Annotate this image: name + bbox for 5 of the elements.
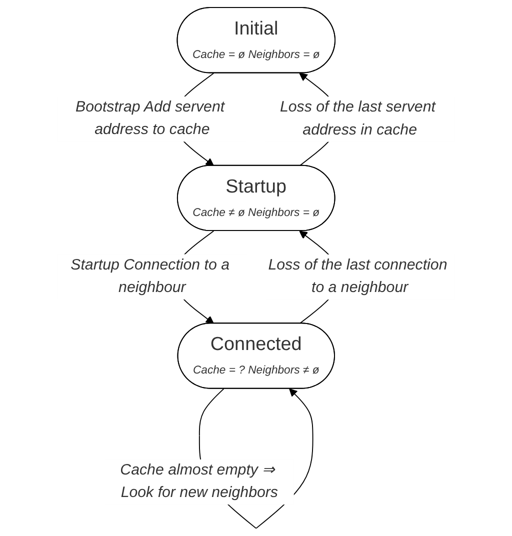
edge-label: Loss of the last connection to a neighbour [268, 257, 448, 296]
edge-label: Bootstrap Add servent address to cache [76, 99, 225, 138]
edge-label: Cache almost empty ⇒ Look for new neighbors [120, 462, 278, 501]
edge-label: Startup Connection to a neighbour [70, 257, 230, 296]
edge-label: Loss of the last servent address in cache [280, 99, 436, 138]
